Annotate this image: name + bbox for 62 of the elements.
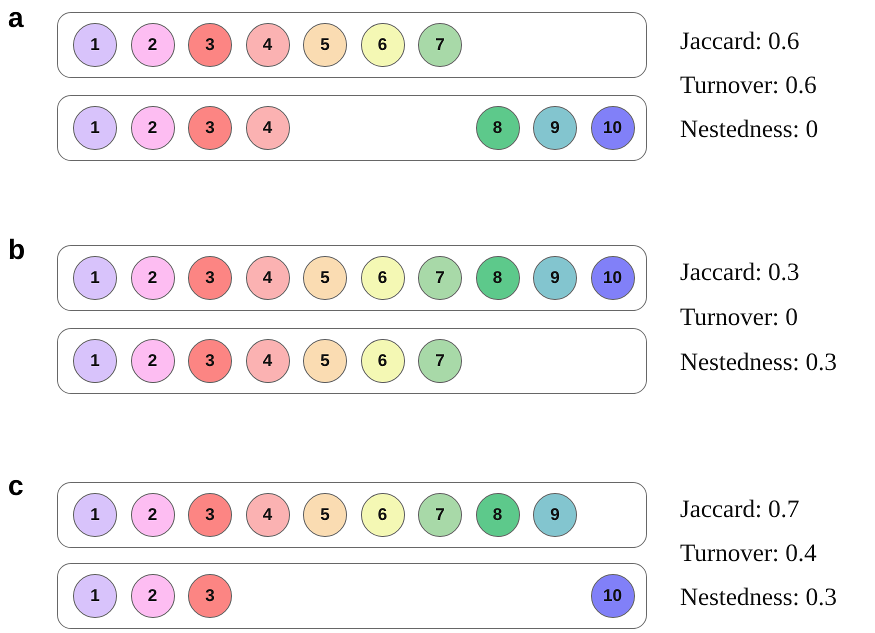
species-circle: 3 <box>188 574 232 618</box>
metric-text: Turnover: 0.6 <box>680 72 817 100</box>
species-circle: 9 <box>533 256 577 300</box>
species-circle: 3 <box>188 339 232 383</box>
species-circle: 2 <box>130 106 174 150</box>
species-circle: 10 <box>590 106 634 150</box>
sample-box <box>57 245 647 311</box>
species-circle: 1 <box>73 23 117 67</box>
metric-text: Turnover: 0 <box>680 304 798 332</box>
species-circle: 1 <box>73 493 117 537</box>
species-circle: 4 <box>246 23 290 67</box>
species-circle: 4 <box>246 106 290 150</box>
species-circle: 5 <box>303 23 347 67</box>
species-circle: 1 <box>73 574 117 618</box>
sample-box <box>57 95 647 161</box>
species-circle: 1 <box>73 339 117 383</box>
species-circle: 2 <box>130 574 174 618</box>
species-circle: 2 <box>130 493 174 537</box>
sample-box <box>57 328 647 394</box>
species-circle: 5 <box>303 493 347 537</box>
species-circle: 2 <box>130 23 174 67</box>
species-circle: 3 <box>188 493 232 537</box>
species-circle: 4 <box>246 339 290 383</box>
metric-text: Jaccard: 0.3 <box>680 259 800 286</box>
species-circle: 5 <box>303 256 347 300</box>
species-circle: 7 <box>418 339 462 383</box>
species-circle: 1 <box>73 256 117 300</box>
species-circle: 5 <box>303 339 347 383</box>
species-circle: 8 <box>476 106 520 150</box>
species-circle: 6 <box>360 256 404 300</box>
panel-letter: c <box>8 472 24 500</box>
species-circle: 3 <box>188 23 232 67</box>
sample-box <box>57 563 647 629</box>
sample-box <box>57 482 647 548</box>
species-circle: 9 <box>533 106 577 150</box>
species-circle: 8 <box>476 256 520 300</box>
species-circle: 2 <box>130 339 174 383</box>
metric-text: Jaccard: 0.7 <box>680 496 800 524</box>
species-circle: 4 <box>246 256 290 300</box>
species-circle: 6 <box>360 339 404 383</box>
species-circle: 6 <box>360 23 404 67</box>
metric-text: Nestedness: 0 <box>680 116 818 144</box>
species-circle: 10 <box>590 574 634 618</box>
species-circle: 10 <box>590 256 634 300</box>
species-circle: 7 <box>418 23 462 67</box>
panel-letter: b <box>8 236 26 264</box>
species-circle: 1 <box>73 106 117 150</box>
species-circle: 6 <box>360 493 404 537</box>
species-circle: 8 <box>476 493 520 537</box>
sample-box <box>57 12 647 78</box>
metric-text: Nestedness: 0.3 <box>680 584 837 612</box>
species-circle: 4 <box>246 493 290 537</box>
species-circle: 9 <box>533 493 577 537</box>
species-circle: 3 <box>188 106 232 150</box>
species-circle: 2 <box>130 256 174 300</box>
species-circle: 7 <box>418 256 462 300</box>
species-circle: 7 <box>418 493 462 537</box>
metric-text: Nestedness: 0.3 <box>680 349 837 376</box>
panel-letter: a <box>8 4 24 32</box>
metric-text: Turnover: 0.4 <box>680 540 817 568</box>
metric-text: Jaccard: 0.6 <box>680 28 800 56</box>
species-circle: 3 <box>188 256 232 300</box>
